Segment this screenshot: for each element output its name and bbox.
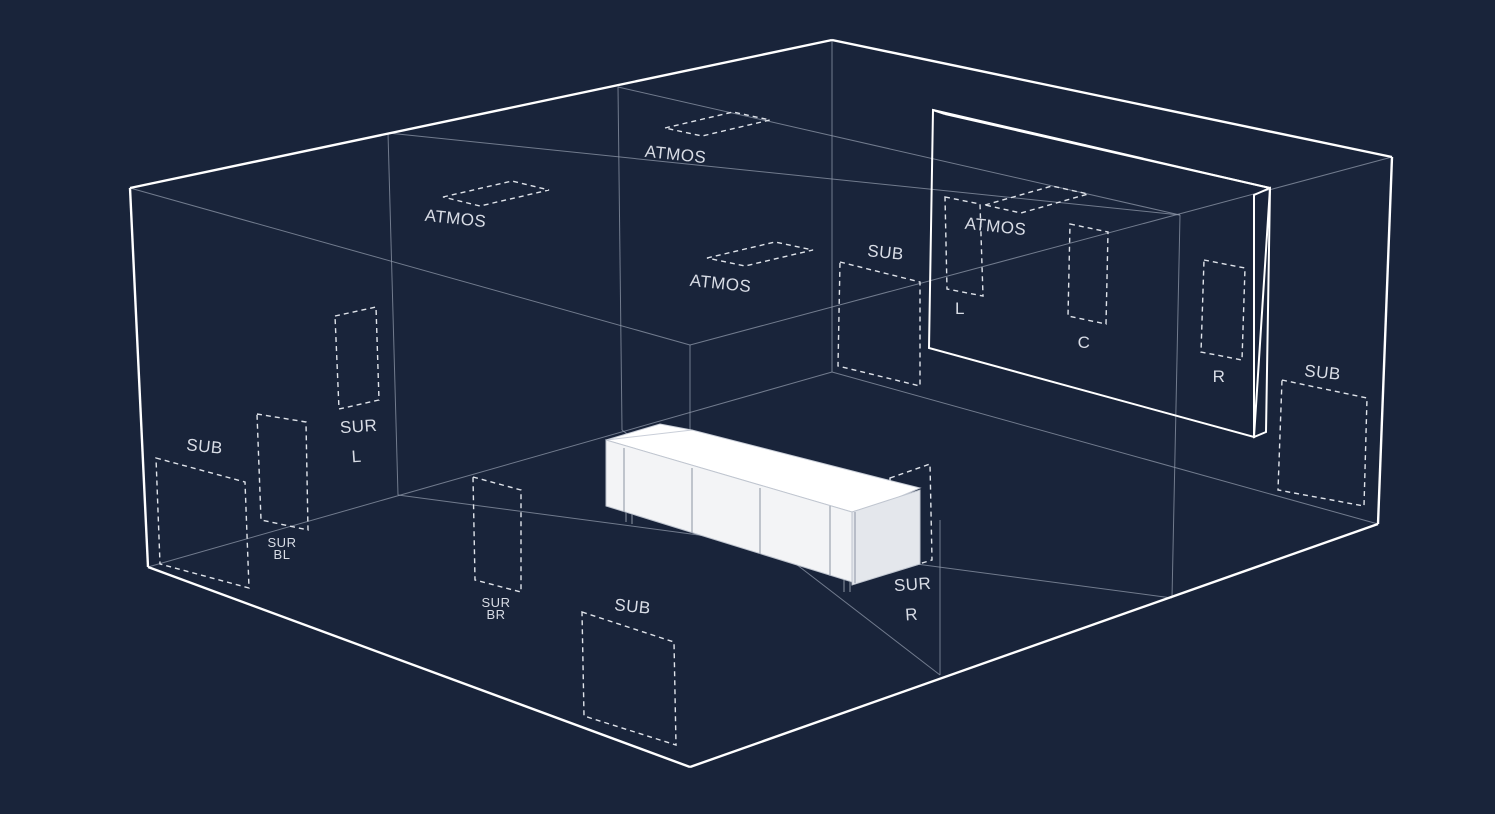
sur-r-label-line2: R [905, 605, 919, 625]
front-left-speaker [944, 196, 984, 297]
ceiling-line-1 [129, 187, 691, 346]
front-right-label: R [1213, 367, 1226, 386]
atmos-speaker-3 [706, 241, 814, 267]
sub-right-wall-speaker [1277, 379, 1368, 507]
atmos-speaker-4 [984, 185, 1089, 214]
floor-front-left-edge [147, 565, 691, 769]
screen-front-face [927, 108, 1272, 439]
floor-right-back-edge [831, 371, 1379, 525]
floor-left-back-edge [147, 371, 833, 568]
sur-l-speaker [334, 306, 380, 410]
right-wall-grid [1171, 214, 1181, 599]
sur-bl-speaker [256, 413, 309, 531]
screen-top-edge [944, 113, 1271, 189]
sub-label-right-wall: SUB [1303, 361, 1341, 384]
sur-l-label-line1: SUR [339, 416, 378, 438]
sectional-sofa [604, 423, 922, 592]
sub-left-wall-speaker [155, 457, 250, 589]
left-vertical-edge [128, 187, 150, 568]
sur-bl-label-line1: SUR [268, 535, 297, 550]
sur-br-label-line1: SUR [482, 595, 511, 610]
room-inner-edges [129, 40, 1393, 676]
front-right-speaker [1200, 259, 1246, 361]
screen-side-face [1253, 186, 1272, 439]
sur-r-label-line1: SUR [893, 574, 932, 596]
left-wall-grid-2 [617, 86, 623, 431]
screen-top-lip [932, 109, 946, 115]
left-wall-grid-1 [387, 132, 399, 496]
sofa-chaise-side [851, 489, 921, 586]
floor-front-right-edge [689, 522, 1379, 769]
ceiling-line-3 [387, 132, 1181, 216]
sub-label-left-wall: SUB [185, 435, 223, 458]
sub-label-back-right: SUB [866, 241, 904, 264]
atmos-speaker-1 [664, 111, 771, 137]
ceiling-line-2 [689, 156, 1393, 346]
top-back-right-edge [831, 38, 1393, 159]
atmos-label-2: ATMOS [424, 206, 487, 231]
sub-front-speaker [581, 611, 677, 746]
right-vertical-edge [1376, 156, 1394, 525]
atmos-label-3: ATMOS [689, 271, 752, 296]
sur-br-label-line2: BR [486, 607, 505, 622]
front-left-label: L [955, 299, 965, 318]
ceiling-line-4 [617, 86, 1181, 216]
sub-back-right-speaker [837, 261, 921, 387]
sur-l-label-line2: L [351, 447, 362, 467]
room-outer-edges [128, 38, 1394, 769]
atmos-speaker-2 [442, 180, 550, 207]
sur-br-speaker [472, 476, 522, 593]
top-back-left-edge [129, 38, 833, 190]
atmos-label-4: ATMOS [964, 214, 1027, 239]
sur-bl-label-line2: BL [274, 547, 291, 562]
projection-screen [927, 108, 1272, 439]
front-center-label: C [1078, 333, 1091, 352]
sub-label-front: SUB [613, 595, 651, 618]
front-center-speaker [1067, 223, 1109, 325]
atmos-label-1: ATMOS [644, 142, 707, 167]
speakers [155, 111, 1368, 746]
